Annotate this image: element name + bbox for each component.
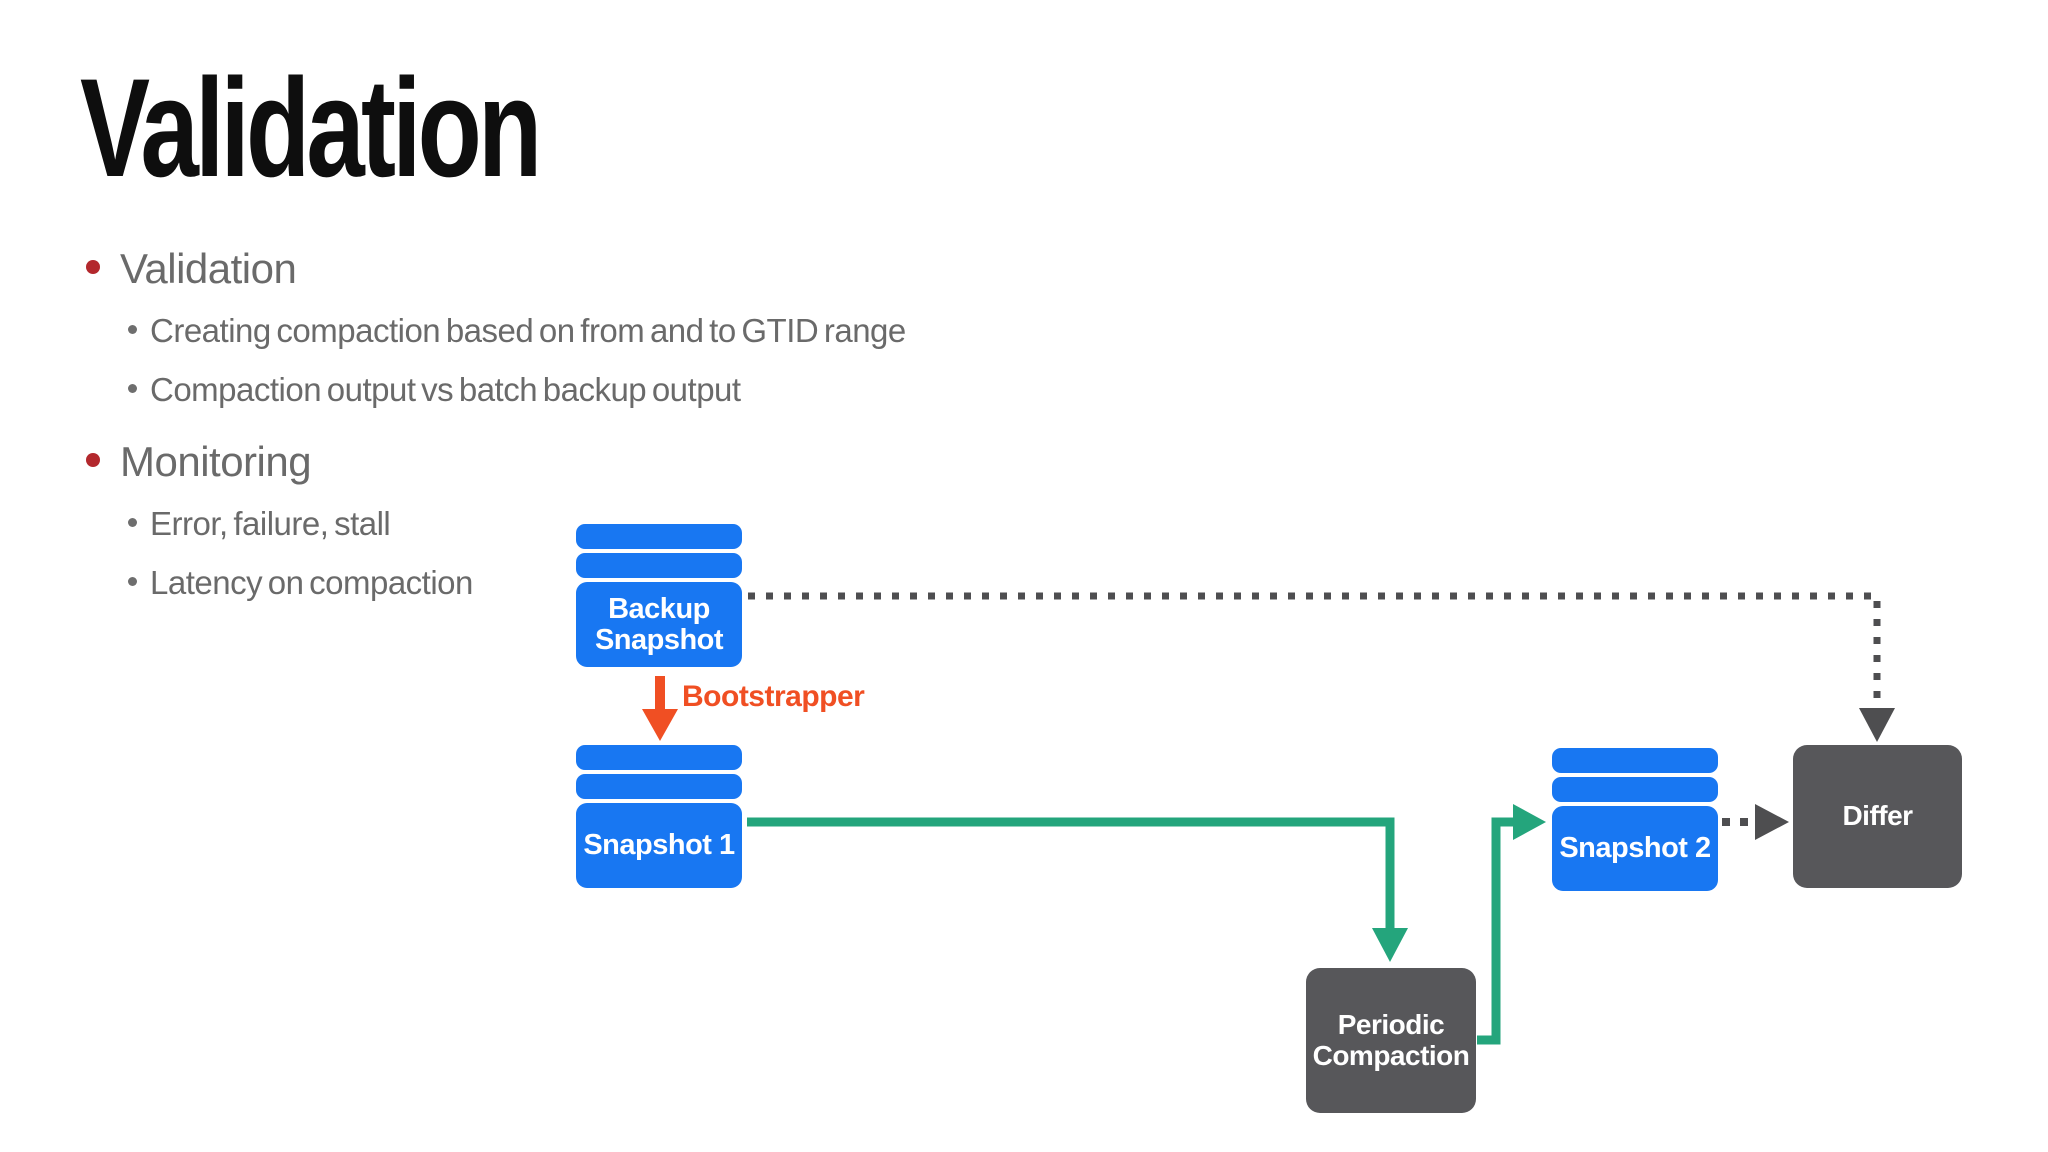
bullet-label: Compaction output vs batch backup output: [150, 371, 741, 408]
bullet-item-monitoring: Monitoring: [86, 438, 312, 485]
node-backup-snapshot: Backup Snapshot: [576, 524, 742, 667]
node-snapshot-1: Snapshot 1: [576, 745, 742, 888]
edge-periodic-to-snapshot2-line: [1477, 804, 1546, 1045]
edge-label-bootstrapper: Bootstrapper: [682, 680, 865, 713]
database-body: Snapshot 2: [1552, 806, 1718, 891]
bullet-subitem-compaction-output: Compaction output vs batch backup output: [128, 371, 741, 408]
bullet-icon: [86, 453, 100, 467]
node-label: Snapshot 2: [1559, 832, 1711, 865]
bullet-icon: [128, 384, 137, 393]
bullet-icon: [128, 518, 137, 527]
bullet-subitem-latency: Latency on compaction: [128, 564, 473, 601]
node-label: Backup Snapshot: [594, 593, 724, 656]
database-disc-icon: [1552, 777, 1718, 802]
database-disc-icon: [576, 553, 742, 578]
database-disc-icon: [1552, 748, 1718, 773]
node-label: Snapshot 1: [583, 829, 735, 862]
edge-backup-to-differ-dotted-line: [748, 592, 1895, 742]
database-body: Snapshot 1: [576, 803, 742, 888]
node-differ: Differ: [1793, 745, 1962, 888]
edge-snapshot2-to-differ-dotted-line: [1722, 804, 1789, 840]
bullet-subitem-error-failure-stall: Error, failure, stall: [128, 505, 391, 542]
bullet-subitem-gtid-range: Creating compaction based on from and to…: [128, 312, 906, 349]
edge-snapshot1-to-periodic-line: [747, 817, 1408, 962]
bullet-icon: [86, 260, 100, 274]
bullet-icon: [128, 325, 137, 334]
database-disc-icon: [576, 774, 742, 799]
bullet-icon: [128, 577, 137, 586]
node-snapshot-2: Snapshot 2: [1552, 748, 1718, 891]
bullet-label: Error, failure, stall: [150, 505, 391, 542]
database-body: Backup Snapshot: [576, 582, 742, 667]
database-disc-icon: [576, 745, 742, 770]
database-disc-icon: [576, 524, 742, 549]
bullet-label: Latency on compaction: [150, 564, 473, 601]
bullet-label: Validation: [120, 245, 297, 292]
node-label: Differ: [1842, 800, 1913, 832]
node-label: Periodic Compaction: [1312, 1008, 1470, 1071]
bullet-item-validation: Validation: [86, 245, 297, 292]
slide-title: Validation: [80, 49, 542, 206]
bullet-label: Creating compaction based on from and to…: [150, 312, 906, 349]
edge-bootstrapper-arrow: [642, 676, 678, 741]
bullet-label: Monitoring: [120, 438, 312, 485]
node-periodic-compaction: Periodic Compaction: [1306, 968, 1476, 1113]
